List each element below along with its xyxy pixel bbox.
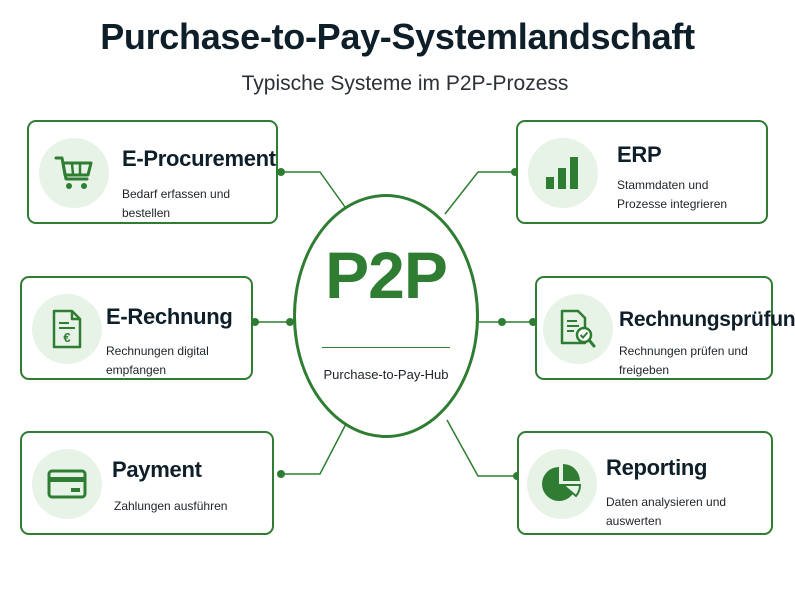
- node-title: Reporting: [606, 455, 708, 480]
- node-title: E-Rechnung: [106, 304, 233, 329]
- shopping-cart-icon: [39, 138, 109, 208]
- node-description: Zahlungen ausführen: [114, 499, 228, 513]
- page-title: Purchase-to-Pay-Systemlandschaft: [100, 16, 695, 57]
- node-erechnung: € E-Rechnung Rechnungen digital empfange…: [20, 276, 253, 380]
- hub-subtitle: Purchase-to-Pay-Hub: [323, 367, 449, 382]
- connector-dot: [286, 318, 294, 326]
- connector-dot: [277, 168, 285, 176]
- node-rechnungspruefung: Rechnungsprüfung Rechnungen prüfen und f…: [535, 276, 795, 380]
- p2p-hub: P2P Purchase-to-Pay-Hub: [293, 194, 479, 438]
- connector-reporting: [446, 419, 517, 477]
- node-erp: ERP Stammdaten und Prozesse integrieren: [516, 120, 768, 224]
- node-description: Rechnungen digital empfangen: [106, 344, 209, 377]
- connector-erp: [444, 171, 515, 215]
- connector-payment: [281, 419, 349, 475]
- hub-divider: [322, 347, 450, 348]
- node-title: Rechnungsprüfung: [619, 308, 795, 331]
- hub-title: P2P: [325, 238, 448, 312]
- node-title: ERP: [617, 142, 662, 167]
- node-description: Bedarf erfassen und bestellen: [122, 187, 231, 220]
- node-description: Rechnungen prüfen und freigeben: [619, 344, 748, 377]
- bar-chart-icon: [528, 138, 598, 208]
- svg-text:€: €: [63, 330, 70, 345]
- page-subtitle: Typische Systeme im P2P-Prozess: [241, 72, 569, 95]
- pie-chart-icon: [527, 449, 597, 519]
- node-title: E-Procurement: [122, 146, 276, 171]
- node-eprocurement: E-Procurement Bedarf erfassen und bestel…: [27, 120, 278, 224]
- node-description: Daten analysieren und auswerten: [606, 495, 727, 528]
- credit-card-icon: [32, 449, 102, 519]
- connector-dot: [251, 318, 259, 326]
- node-description: Stammdaten und Prozesse integrieren: [617, 178, 728, 211]
- connector-eprocurement: [281, 171, 351, 215]
- node-reporting: Reporting Daten analysieren und auswerte…: [517, 431, 773, 535]
- euro-invoice-icon: €: [32, 294, 102, 364]
- document-check-icon: [543, 294, 613, 364]
- connector-dot: [498, 318, 506, 326]
- node-title: Payment: [112, 457, 202, 482]
- connector-dot: [277, 470, 285, 478]
- node-payment: Payment Zahlungen ausführen: [20, 431, 274, 535]
